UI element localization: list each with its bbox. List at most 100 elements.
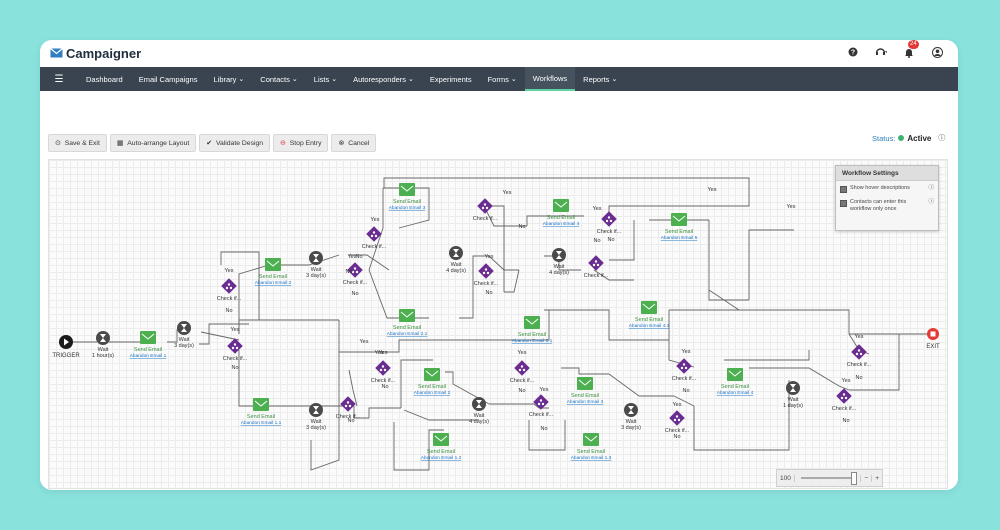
app-name: Campaigner [66, 45, 142, 61]
check-icon: ✔ [206, 140, 212, 147]
wait-label: Wait [626, 419, 637, 425]
zoom-slider[interactable] [800, 472, 857, 485]
email-link[interactable]: Abandon Email 3.1 [512, 338, 553, 344]
nav-item-forms[interactable]: Forms⌄ [480, 67, 525, 91]
email-link[interactable]: Abandon Email 4 [717, 390, 754, 396]
headset-icon[interactable] [874, 45, 888, 59]
chevron-down-icon: ⌄ [408, 76, 414, 83]
email-link[interactable]: Abandon Email 1.3 [571, 455, 612, 461]
check-if-node[interactable]: Check if... [597, 211, 622, 235]
cancel-button[interactable]: ⊗Cancel [331, 134, 377, 152]
option-hover-label: Show hover descriptions [850, 185, 910, 191]
question-icon[interactable]: ? [846, 45, 860, 59]
nav-item-autoresponders[interactable]: Autoresponders⌄ [345, 67, 422, 91]
check-if-node[interactable]: Check if... [529, 394, 554, 418]
email-link[interactable]: Abandon Email 1.1 [241, 420, 282, 426]
email-link[interactable]: Abandon Email 3 [567, 399, 604, 405]
stop-square-icon [930, 331, 936, 337]
send-email-title: Send Email [518, 332, 546, 338]
check-if-node[interactable]: Check if... [474, 263, 499, 287]
info-icon[interactable]: ⓘ [928, 185, 934, 191]
email-link[interactable]: Abandon Email 5 [661, 235, 698, 241]
no-branch-label: No [485, 290, 492, 296]
email-link[interactable]: Abandon Email 2 [255, 280, 292, 286]
email-envelope-icon [399, 183, 415, 196]
email-link[interactable]: Abandon Email 1 [130, 353, 167, 359]
check-if-node[interactable]: Check if... [510, 360, 535, 384]
auto-arrange-button[interactable]: ▦Auto-arrange Layout [109, 134, 197, 152]
info-icon[interactable]: ⓘ [928, 199, 934, 205]
email-link[interactable]: Abandon Email 4.1 [629, 323, 670, 329]
condition-diamond-icon [227, 338, 243, 354]
check-if-node[interactable]: Check if... [847, 344, 872, 368]
zoom-minus-button[interactable]: − [860, 474, 871, 482]
check-if-node[interactable]: Check if... [473, 198, 498, 222]
check-if-node[interactable]: Check if... [217, 278, 242, 302]
workflow-settings-panel: Workflow Settings Show hover description… [835, 165, 939, 231]
check-if-label: Check if... [362, 244, 387, 250]
nav-item-label: Dashboard [86, 74, 123, 84]
nav-item-workflows[interactable]: Workflows [524, 67, 576, 91]
zoom-plus-button[interactable]: + [871, 474, 882, 482]
logo[interactable]: Campaigner [50, 43, 141, 63]
yes-branch-label: Yes [855, 334, 864, 340]
email-link[interactable]: Abandon Email 3 [389, 205, 426, 211]
hover-descriptions-checkbox[interactable] [840, 186, 847, 193]
nav-item-experiments[interactable]: Experiments [422, 67, 480, 91]
check-if-node[interactable]: Check if... [371, 360, 396, 384]
menu-icon[interactable]: ☰ [54, 73, 64, 85]
check-if-node[interactable]: Check if... [362, 226, 387, 250]
check-if-node[interactable]: Check if... [584, 255, 609, 279]
validate-design-button[interactable]: ✔Validate Design [199, 134, 271, 152]
enter-once-checkbox[interactable] [840, 200, 847, 207]
send-email-title: Send Email [571, 393, 599, 399]
nav-item-email-campaigns[interactable]: Email Campaigns [131, 67, 206, 91]
send-email-title: Send Email [418, 384, 446, 390]
check-if-node[interactable]: Check if... [336, 396, 361, 420]
nav-item-reports[interactable]: Reports⌄ [575, 67, 625, 91]
check-if-node[interactable]: Check if... [223, 338, 248, 362]
check-if-node[interactable]: Check if... [832, 388, 857, 412]
bell-icon[interactable]: 24 [902, 40, 919, 59]
email-link[interactable]: Abandon Email 4 [543, 221, 580, 227]
zoom-handle[interactable] [850, 472, 857, 485]
stop-entry-button[interactable]: ⊖Stop Entry [273, 134, 329, 152]
email-link[interactable]: Abandon Email 2 [414, 390, 451, 396]
nav-item-contacts[interactable]: Contacts⌄ [252, 67, 305, 91]
check-if-node[interactable]: Check if... [665, 410, 690, 434]
no-branch-label: No [607, 237, 614, 243]
info-icon[interactable]: ⓘ [938, 135, 946, 142]
email-link[interactable]: Abandon Email 2.1 [387, 331, 428, 337]
nav-item-dashboard[interactable]: Dashboard [78, 67, 131, 91]
nav-item-library[interactable]: Library⌄ [205, 67, 252, 91]
save-exit-button[interactable]: ⊙Save & Exit [48, 134, 107, 152]
nav-item-lists[interactable]: Lists⌄ [306, 67, 345, 91]
user-icon[interactable] [930, 45, 944, 59]
email-link[interactable]: Abandon Email 1.2 [421, 455, 462, 461]
